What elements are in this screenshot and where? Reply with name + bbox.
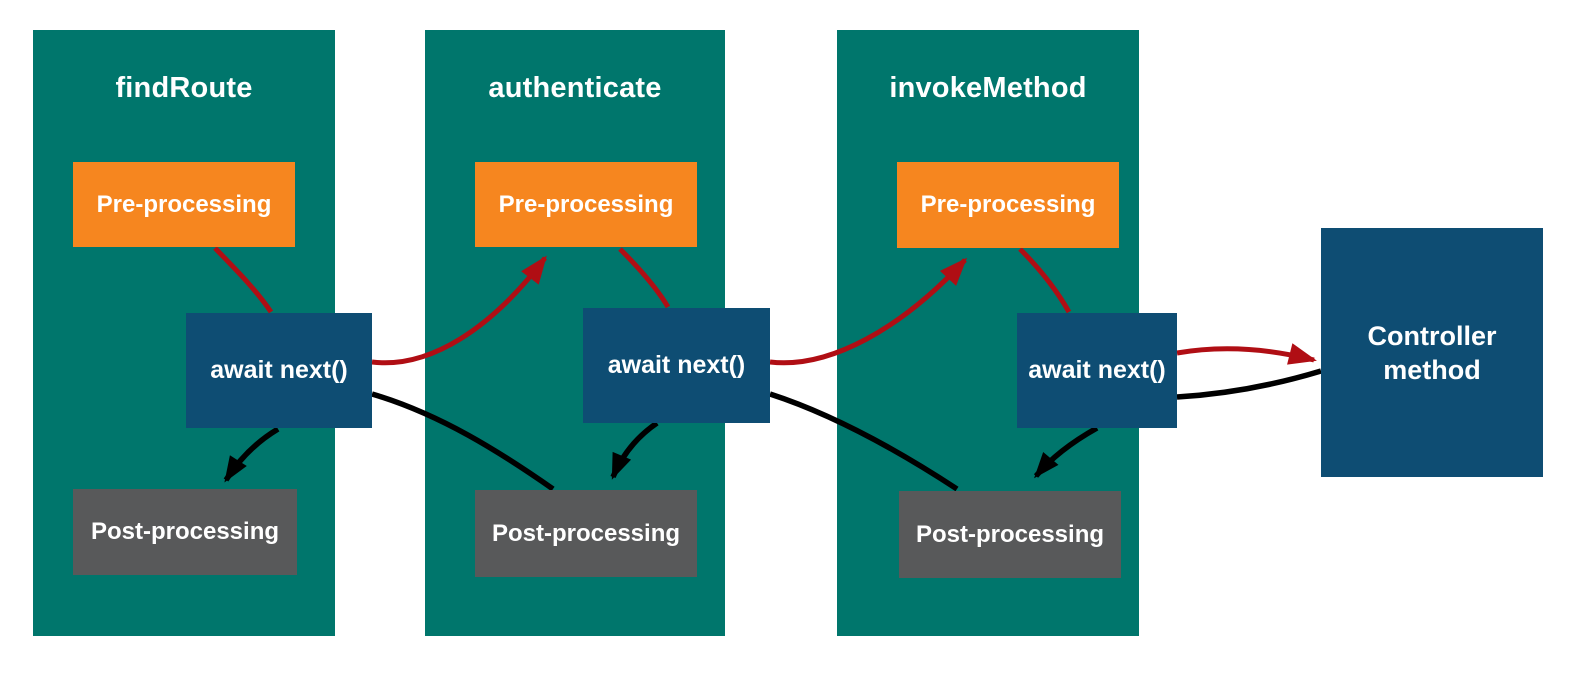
column-title-authenticate: authenticate [488, 72, 662, 104]
await-next-box-invokemethod: await next() [1017, 313, 1177, 428]
pre-processing-box-findroute: Pre-processing [73, 162, 295, 247]
controller-method-box: Controller method [1321, 228, 1543, 477]
pre-processing-box-invokemethod: Pre-processing [897, 162, 1119, 248]
post-processing-box-invokemethod: Post-processing [899, 491, 1121, 578]
column-title-findroute: findRoute [115, 72, 253, 104]
pre-processing-box-authenticate: Pre-processing [475, 162, 697, 247]
post-processing-box-findroute: Post-processing [73, 489, 297, 575]
arrow-black-controller-to-await3 [1176, 368, 1322, 400]
await-next-box-findroute: await next() [186, 313, 372, 428]
await-next-box-authenticate: await next() [583, 308, 770, 423]
post-processing-box-authenticate: Post-processing [475, 490, 697, 577]
column-title-invokemethod: invokeMethod [889, 72, 1087, 104]
arrow-red-await3-to-controller [1176, 343, 1317, 365]
